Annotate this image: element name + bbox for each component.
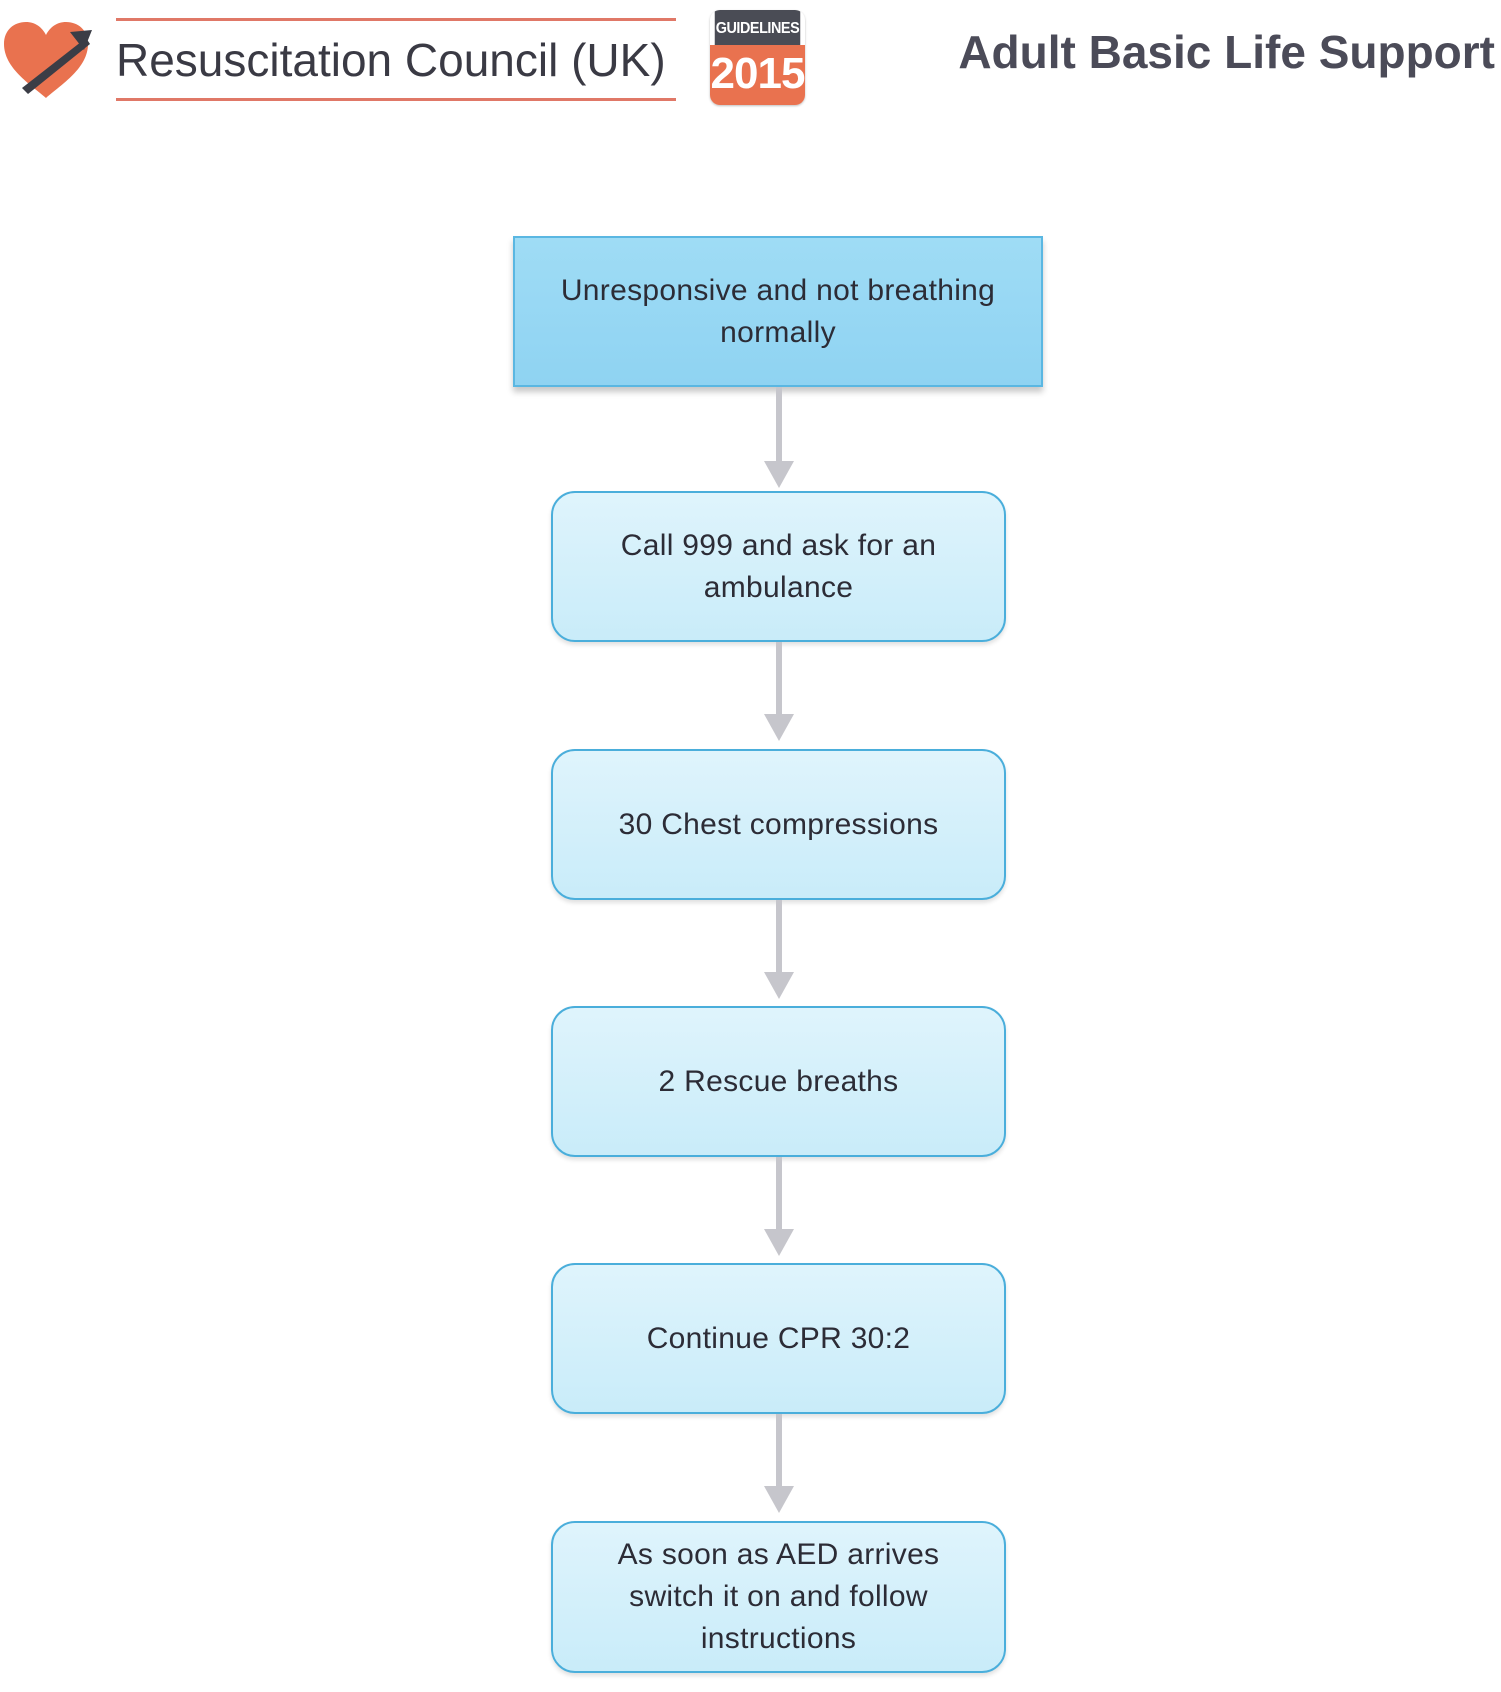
arrow-down-icon (764, 1157, 794, 1256)
step-aed: As soon as AED arrives switch it on and … (551, 1521, 1006, 1673)
organisation-header: Resuscitation Council (UK) (116, 18, 676, 102)
arrow-down-icon (764, 1414, 794, 1513)
badge-year: 2015 (710, 45, 805, 105)
step-continue-cpr: Continue CPR 30:2 (551, 1263, 1006, 1414)
badge-label: GUIDELINES (714, 10, 801, 45)
resuscitation-council-logo-icon (4, 22, 92, 98)
step-rescue-breaths: 2 Rescue breaths (551, 1006, 1006, 1157)
arrow-down-icon (764, 387, 794, 488)
step-chest-compressions: 30 Chest compressions (551, 749, 1006, 900)
step-call-999: Call 999 and ask for an ambulance (551, 491, 1006, 642)
arrow-down-icon (764, 900, 794, 999)
header-rule-top (116, 18, 676, 21)
page-title: Adult Basic Life Support (958, 26, 1495, 78)
organisation-name: Resuscitation Council (UK) (116, 34, 666, 86)
arrow-down-icon (764, 642, 794, 741)
guidelines-2015-badge: GUIDELINES 2015 (710, 10, 805, 105)
header-rule-bottom (116, 98, 676, 101)
step-unresponsive: Unresponsive and not breathing normally (513, 236, 1043, 387)
